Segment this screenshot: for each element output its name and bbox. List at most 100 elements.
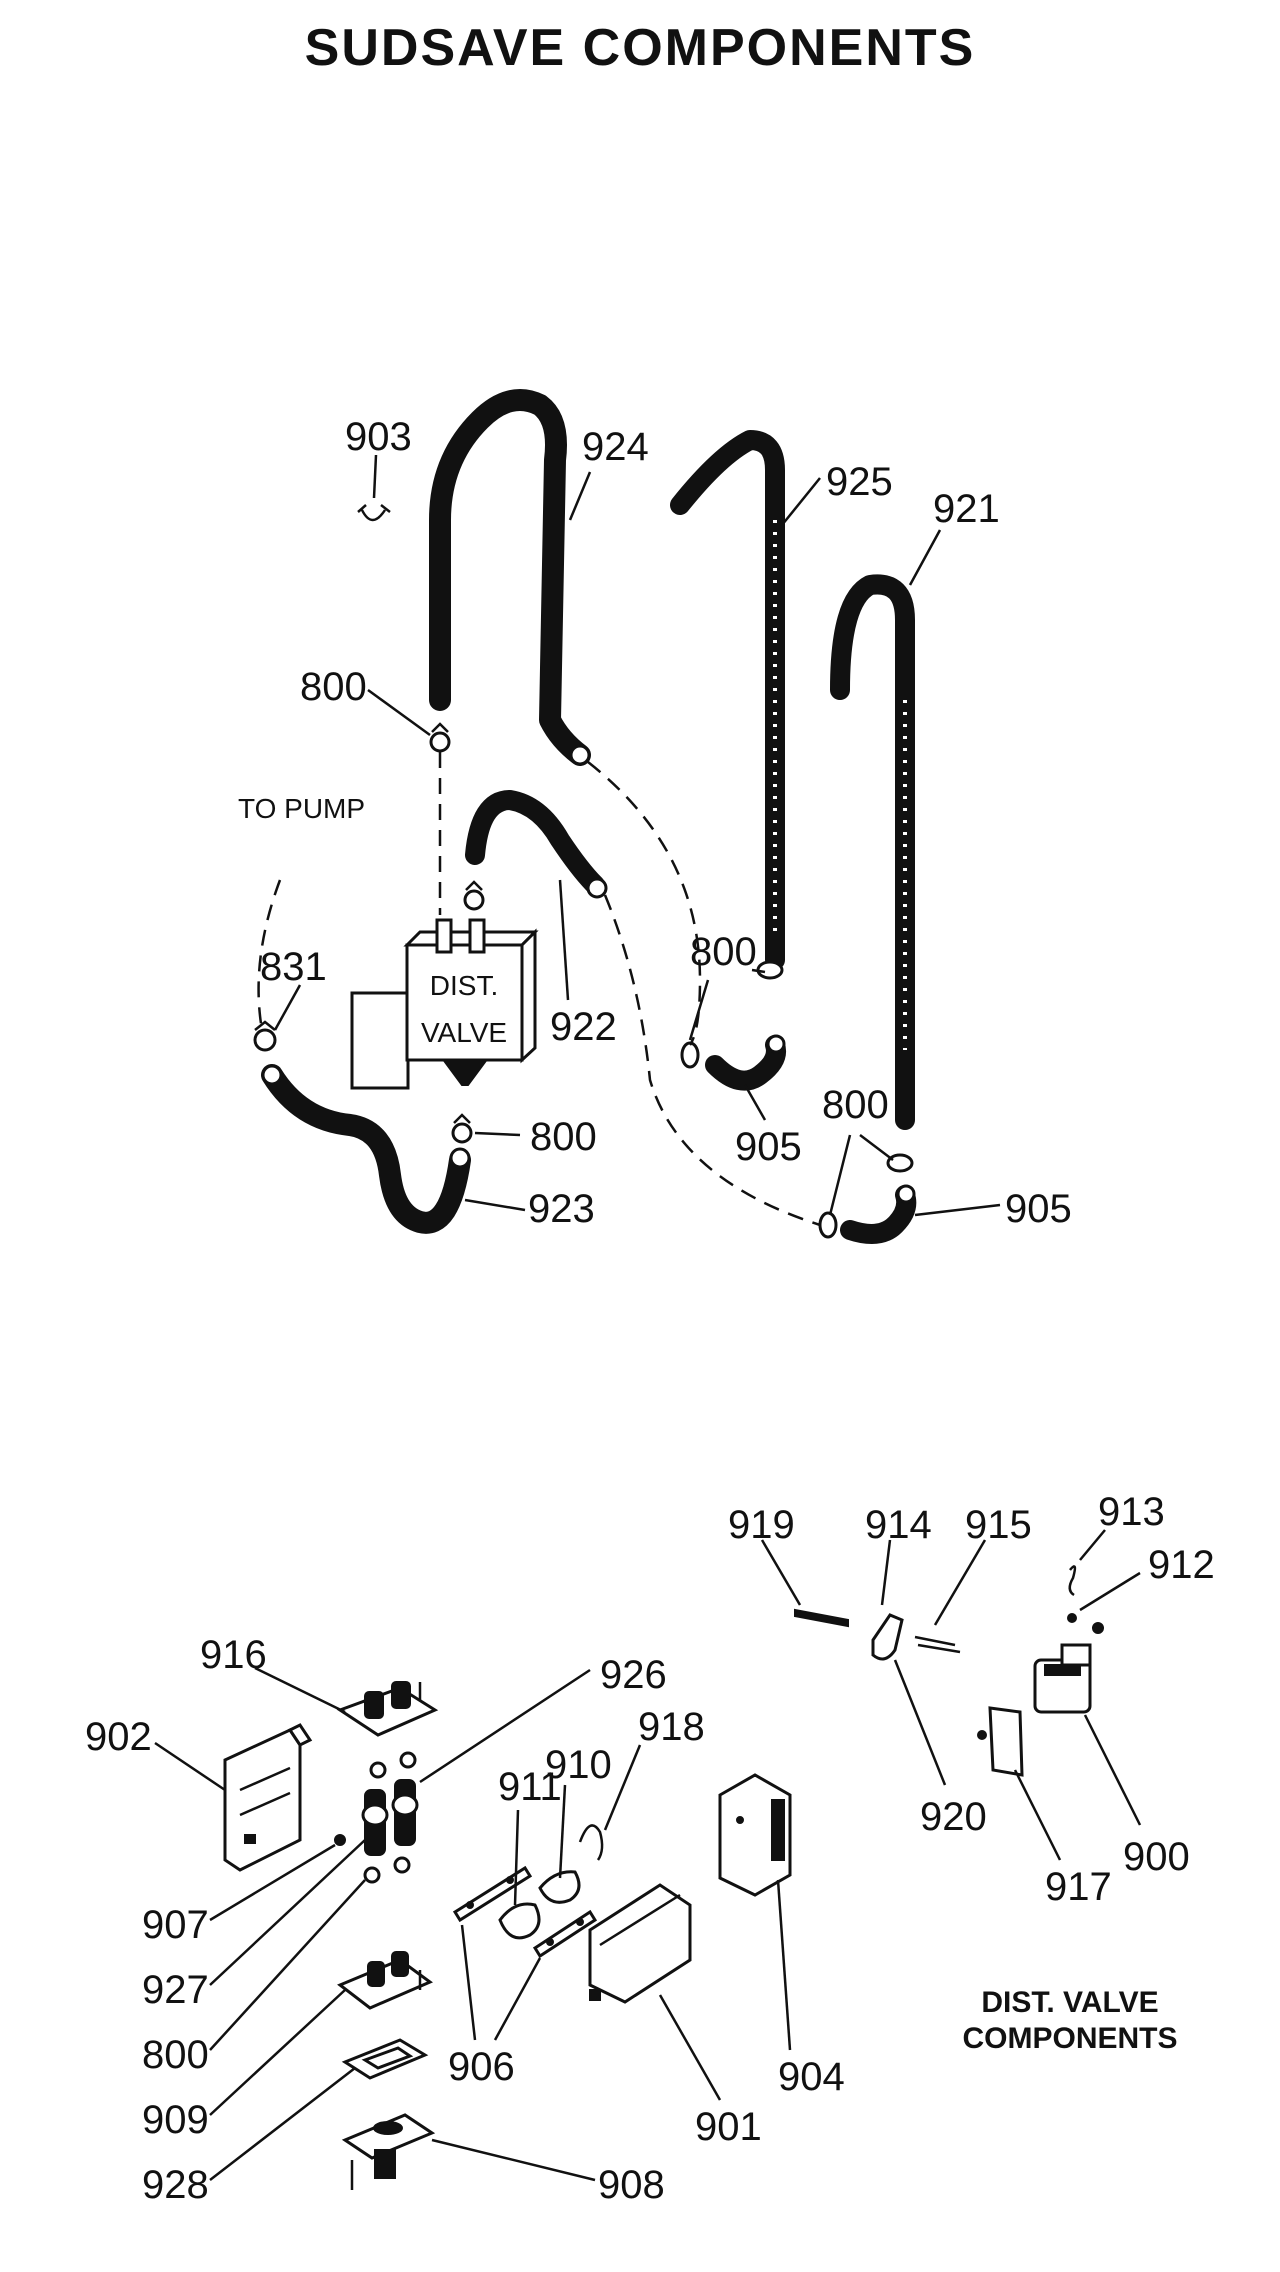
callout-902: 902: [85, 1715, 152, 1759]
dashed-route-3: [603, 894, 821, 1227]
leader-800c: [688, 968, 766, 1041]
leader-922: [558, 879, 570, 1001]
callout-927: 927: [142, 1968, 209, 2012]
elbow-905-a: [705, 1035, 786, 1091]
straps-906: [452, 1865, 598, 1959]
leader-800e: [209, 1879, 366, 2051]
plate-916: [336, 1681, 439, 1737]
cover-908: [341, 2113, 436, 2190]
clamp-upper-2: [463, 880, 485, 911]
leader-924: [568, 471, 592, 521]
to-pump-label: TO PUMP: [238, 793, 365, 824]
clamp-upper-1: [429, 722, 451, 753]
valve-label-line1: DIST.: [430, 970, 498, 1001]
dashed-route-4: [257, 879, 282, 1031]
hose-925: [670, 430, 785, 970]
callout-920: 920: [920, 1795, 987, 1839]
dashed-route-2: [587, 761, 702, 1046]
leader-800a: [367, 688, 431, 737]
clamp-upper-4: [253, 1020, 277, 1052]
callout-916: 916: [200, 1633, 267, 1677]
callout-928: 928: [142, 2163, 209, 2207]
callout-912: 912: [1148, 1543, 1215, 1587]
callout-918: 918: [638, 1705, 705, 1749]
callout-900: 900: [1123, 1835, 1190, 1879]
callout-800-b: 800: [530, 1115, 597, 1159]
page-title: SUDSAVE COMPONENTS: [304, 19, 976, 77]
leader-908: [431, 2138, 596, 2182]
leader-926: [419, 1668, 591, 1784]
callout-910: 910: [545, 1743, 612, 1787]
callout-800-a: 800: [300, 665, 367, 709]
leader-923: [464, 1198, 526, 1212]
plate-917: [977, 1706, 1024, 1777]
callout-923: 923: [528, 1187, 595, 1231]
leader-906: [460, 1924, 542, 2041]
leader-919: [760, 1539, 802, 1606]
hose-924-end: [569, 744, 591, 766]
leader-909: [209, 1989, 346, 2116]
elbow-905-b: [840, 1185, 917, 1244]
leader-905a: [743, 1084, 767, 1121]
valve-body-927: [361, 1751, 419, 1884]
leader-917: [1013, 1769, 1062, 1861]
callout-915: 915: [965, 1503, 1032, 1547]
leader-912: [1079, 1571, 1141, 1612]
callout-909: 909: [142, 2098, 209, 2142]
plate-909: [337, 1951, 433, 2010]
bracket-904: [718, 1773, 792, 1897]
gasket-928: [341, 2038, 429, 2080]
pin-919: [794, 1608, 849, 1628]
hose-923-end-b: [449, 1147, 471, 1169]
leader-910: [558, 1784, 567, 1879]
leader-915: [933, 1539, 987, 1626]
callout-919: 919: [728, 1503, 795, 1547]
leader-920: [893, 1659, 947, 1786]
elbow-905-b-end: [896, 1184, 916, 1204]
clamp-upper-7: [886, 1153, 914, 1173]
callout-800-d: 800: [822, 1083, 889, 1127]
leader-800b: [474, 1131, 521, 1137]
hose-923: [261, 1064, 471, 1234]
callout-906: 906: [448, 2045, 515, 2089]
screw-913: [1068, 1565, 1077, 1597]
valve-label-line2: VALVE: [421, 1017, 507, 1048]
leader-921: [908, 529, 942, 586]
leader-904: [776, 1879, 792, 2051]
screws-912: [1067, 1613, 1104, 1634]
callout-921: 921: [933, 487, 1000, 531]
dist-valve-components-line2: COMPONENTS: [962, 2022, 1177, 2055]
leader-911: [513, 1809, 520, 1906]
callout-924: 924: [582, 425, 649, 469]
callout-831: 831: [260, 945, 327, 989]
hose-921: [830, 574, 915, 1130]
leader-928: [209, 2067, 356, 2181]
clamp-upper-8: [818, 1211, 838, 1239]
callout-925: 925: [826, 460, 893, 504]
leader-903: [372, 454, 378, 499]
callout-800-c: 800: [690, 930, 757, 974]
hose-924: [429, 389, 591, 766]
distribution-valve: DIST. VALVE: [350, 918, 539, 1090]
callout-911: 911: [498, 1765, 562, 1809]
callout-901: 901: [695, 2105, 762, 2149]
callout-800-e: 800: [142, 2033, 209, 2077]
gasket-911: [498, 1902, 541, 1940]
leader-927: [209, 1839, 366, 1986]
callout-905-b: 905: [1005, 1187, 1072, 1231]
callout-908: 908: [598, 2163, 665, 2207]
clamp-upper-5: [756, 960, 784, 980]
clip-903: [357, 504, 391, 522]
gasket-910: [538, 1870, 581, 1904]
callout-907: 907: [142, 1903, 209, 1947]
hose-922-end: [586, 877, 608, 899]
clamp-upper-6: [680, 1041, 700, 1069]
leader-800d: [828, 1134, 894, 1216]
callout-926: 926: [600, 1653, 667, 1697]
hose-922: [465, 790, 605, 895]
callout-913: 913: [1098, 1490, 1165, 1534]
bracket-902: [223, 1723, 313, 1872]
callout-905-a: 905: [735, 1125, 802, 1169]
leader-902: [154, 1741, 226, 1792]
